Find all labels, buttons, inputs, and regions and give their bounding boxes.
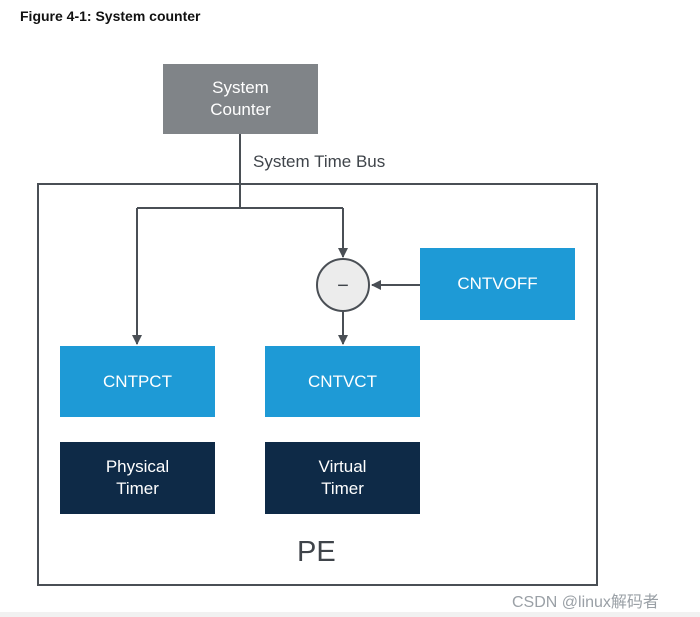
system-counter-block: System Counter bbox=[163, 64, 318, 134]
system-time-bus-label: System Time Bus bbox=[253, 152, 386, 171]
cntpct-register: CNTPCT bbox=[60, 346, 215, 417]
cntvct-register: CNTVCT bbox=[265, 346, 420, 417]
physical-timer-block: Physical Timer bbox=[60, 442, 215, 514]
subtract-symbol: − bbox=[337, 275, 349, 297]
pe-frame bbox=[37, 183, 598, 586]
virtual-timer-block: Virtual Timer bbox=[265, 442, 420, 514]
cntvoff-register: CNTVOFF bbox=[420, 248, 575, 320]
pe-label: PE bbox=[297, 536, 336, 568]
figure-caption: Figure 4-1: System counter bbox=[20, 8, 201, 24]
bottom-strip bbox=[0, 612, 700, 617]
watermark-text: CSDN @linux解码者 bbox=[512, 594, 659, 611]
subtractor-circle bbox=[316, 258, 370, 312]
